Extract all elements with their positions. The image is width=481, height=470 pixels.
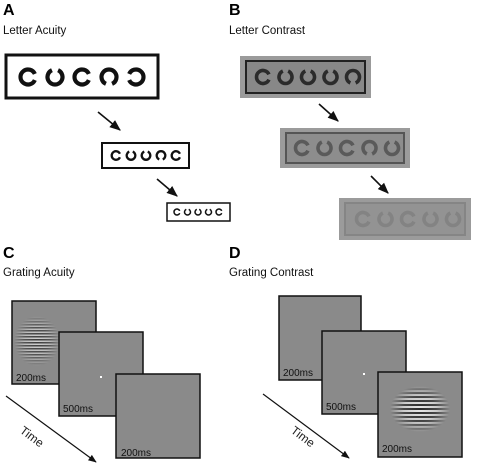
landolt-c-right xyxy=(293,139,310,157)
landolt-row-mid-contrast xyxy=(293,139,401,157)
landolt-c-up xyxy=(299,69,317,86)
arrow-contrast-1 xyxy=(318,103,339,122)
panel-letter-a: A xyxy=(3,2,15,19)
landolt-c-up xyxy=(377,211,394,228)
duration-label-d-1: 200ms xyxy=(283,368,313,379)
duration-label-d-2: 500ms xyxy=(326,402,356,413)
landolt-c-down xyxy=(155,150,167,161)
arrow-contrast-2 xyxy=(370,175,389,194)
landolt-c-up xyxy=(322,69,339,86)
letter-acuity-box-medium xyxy=(101,142,190,169)
panel-title-grating-acuity: Grating Acuity xyxy=(3,267,75,279)
time-axis-label-d: Time xyxy=(288,423,318,450)
letter-acuity-box-small xyxy=(166,202,231,222)
panel-title-grating-contrast: Grating Contrast xyxy=(229,267,314,279)
letter-contrast-panel xyxy=(240,56,471,240)
landolt-c-up xyxy=(140,150,152,161)
landolt-c-right xyxy=(18,67,37,87)
blank-frame xyxy=(115,373,201,459)
duration-label-c-3: 200ms xyxy=(121,448,151,459)
landolt-c-up xyxy=(204,208,213,216)
landolt-row-medium xyxy=(110,150,181,161)
landolt-c-right xyxy=(338,139,355,157)
duration-label-c-2: 500ms xyxy=(63,404,93,415)
gabor-patch xyxy=(388,385,452,433)
panel-letter-c: C xyxy=(3,245,15,262)
landolt-row-small xyxy=(173,208,223,216)
landolt-c-down xyxy=(344,68,362,85)
panel-letter-d: D xyxy=(229,245,241,262)
fixation-dot xyxy=(100,376,102,378)
panel-letter-b: B xyxy=(229,2,241,19)
landolt-c-right xyxy=(170,150,181,161)
landolt-c-down xyxy=(361,139,378,156)
landolt-c-up xyxy=(125,150,137,161)
panel-title-letter-acuity: Letter Acuity xyxy=(3,25,67,37)
fine-grating-patch xyxy=(14,316,60,366)
landolt-c-left xyxy=(127,67,146,87)
landolt-c-right xyxy=(173,208,181,216)
landolt-c-right xyxy=(354,210,371,228)
time-axis-arrow-d xyxy=(262,393,350,459)
landolt-c-up xyxy=(316,140,333,157)
landolt-c-right xyxy=(110,150,121,161)
landolt-row-high-contrast xyxy=(254,68,362,86)
landolt-c-right xyxy=(254,68,271,86)
landolt-c-up xyxy=(277,69,294,86)
landolt-c-right xyxy=(399,210,416,228)
arrow-acuity-2 xyxy=(156,178,178,197)
grating-contrast-panel: Time 200ms 500ms 200ms xyxy=(262,295,463,459)
landolt-c-right xyxy=(72,67,91,87)
time-axis-label-c: Time xyxy=(17,423,47,450)
letter-acuity-box-large xyxy=(4,53,160,100)
landolt-c-down xyxy=(99,67,119,86)
letter-acuity-panel xyxy=(4,53,231,222)
fixation-dot-d xyxy=(363,373,365,375)
landolt-c-up xyxy=(444,211,462,228)
time-axis-arrow-c xyxy=(5,395,97,463)
landolt-row-low-contrast xyxy=(354,210,462,228)
duration-label-c-1: 200ms xyxy=(16,373,46,384)
duration-label-d-3: 200ms xyxy=(382,444,412,455)
landolt-c-up xyxy=(383,140,401,157)
arrow-acuity-1 xyxy=(97,111,121,131)
landolt-row-large xyxy=(18,67,146,87)
landolt-c-up xyxy=(183,208,192,216)
landolt-c-up xyxy=(422,211,439,228)
panel-title-letter-contrast: Letter Contrast xyxy=(229,25,306,37)
grating-acuity-panel: Time 200ms 500ms 200ms xyxy=(5,300,201,463)
landolt-c-up xyxy=(45,68,65,87)
landolt-c-up xyxy=(194,208,202,216)
landolt-c-right xyxy=(215,208,223,216)
